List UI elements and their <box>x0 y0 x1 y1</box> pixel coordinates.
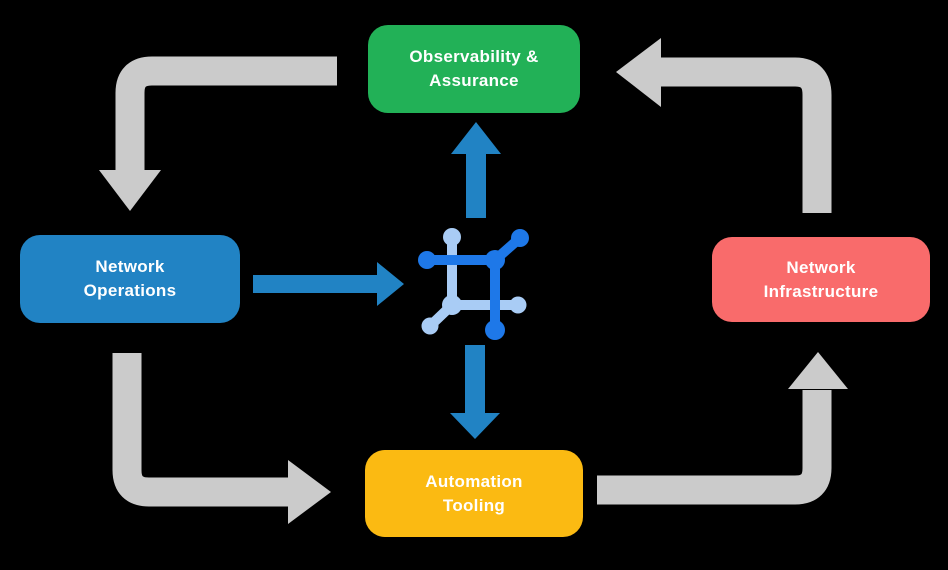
node-label-line: Assurance <box>429 71 519 90</box>
cycle-arrow-infrastructure-to-observability <box>661 57 832 213</box>
cycle-arrowhead-down-icon <box>99 170 161 211</box>
node-label-line: Observability & <box>409 47 539 66</box>
node-automation-tooling: Automation Tooling <box>365 450 583 537</box>
node-label-line: Infrastructure <box>763 281 879 301</box>
cycle-arrow-operations-to-automation <box>112 353 288 507</box>
node-label-line: Network <box>95 257 165 276</box>
cycle-arrow-observability-to-operations <box>115 56 337 172</box>
cycle-arrowhead-right-icon <box>288 460 331 524</box>
network-automation-icon <box>418 228 529 340</box>
node-label-line: Network <box>786 257 856 277</box>
node-label-line: Automation <box>425 471 523 491</box>
node-observability-assurance: Observability & Assurance <box>368 25 580 113</box>
node-network-operations: Network Operations <box>20 235 240 323</box>
icon-dark-parts <box>418 229 529 340</box>
cycle-arrow-automation-to-infrastructure <box>597 390 832 505</box>
cycle-arrows <box>99 38 848 524</box>
node-label-line: Tooling <box>442 495 506 515</box>
center-flow-arrows <box>253 122 501 439</box>
flow-arrowhead-up-icon <box>451 122 501 154</box>
flow-arrowhead-down-icon <box>450 413 500 439</box>
cycle-arrowhead-up-icon <box>788 352 848 389</box>
cycle-arrowhead-left-icon <box>616 38 661 107</box>
flow-arrowhead-right-icon <box>377 262 404 306</box>
icon-light-parts <box>421 228 527 335</box>
node-network-infrastructure: Network Infrastructure <box>712 237 930 322</box>
node-label-line: Operations <box>83 281 177 300</box>
